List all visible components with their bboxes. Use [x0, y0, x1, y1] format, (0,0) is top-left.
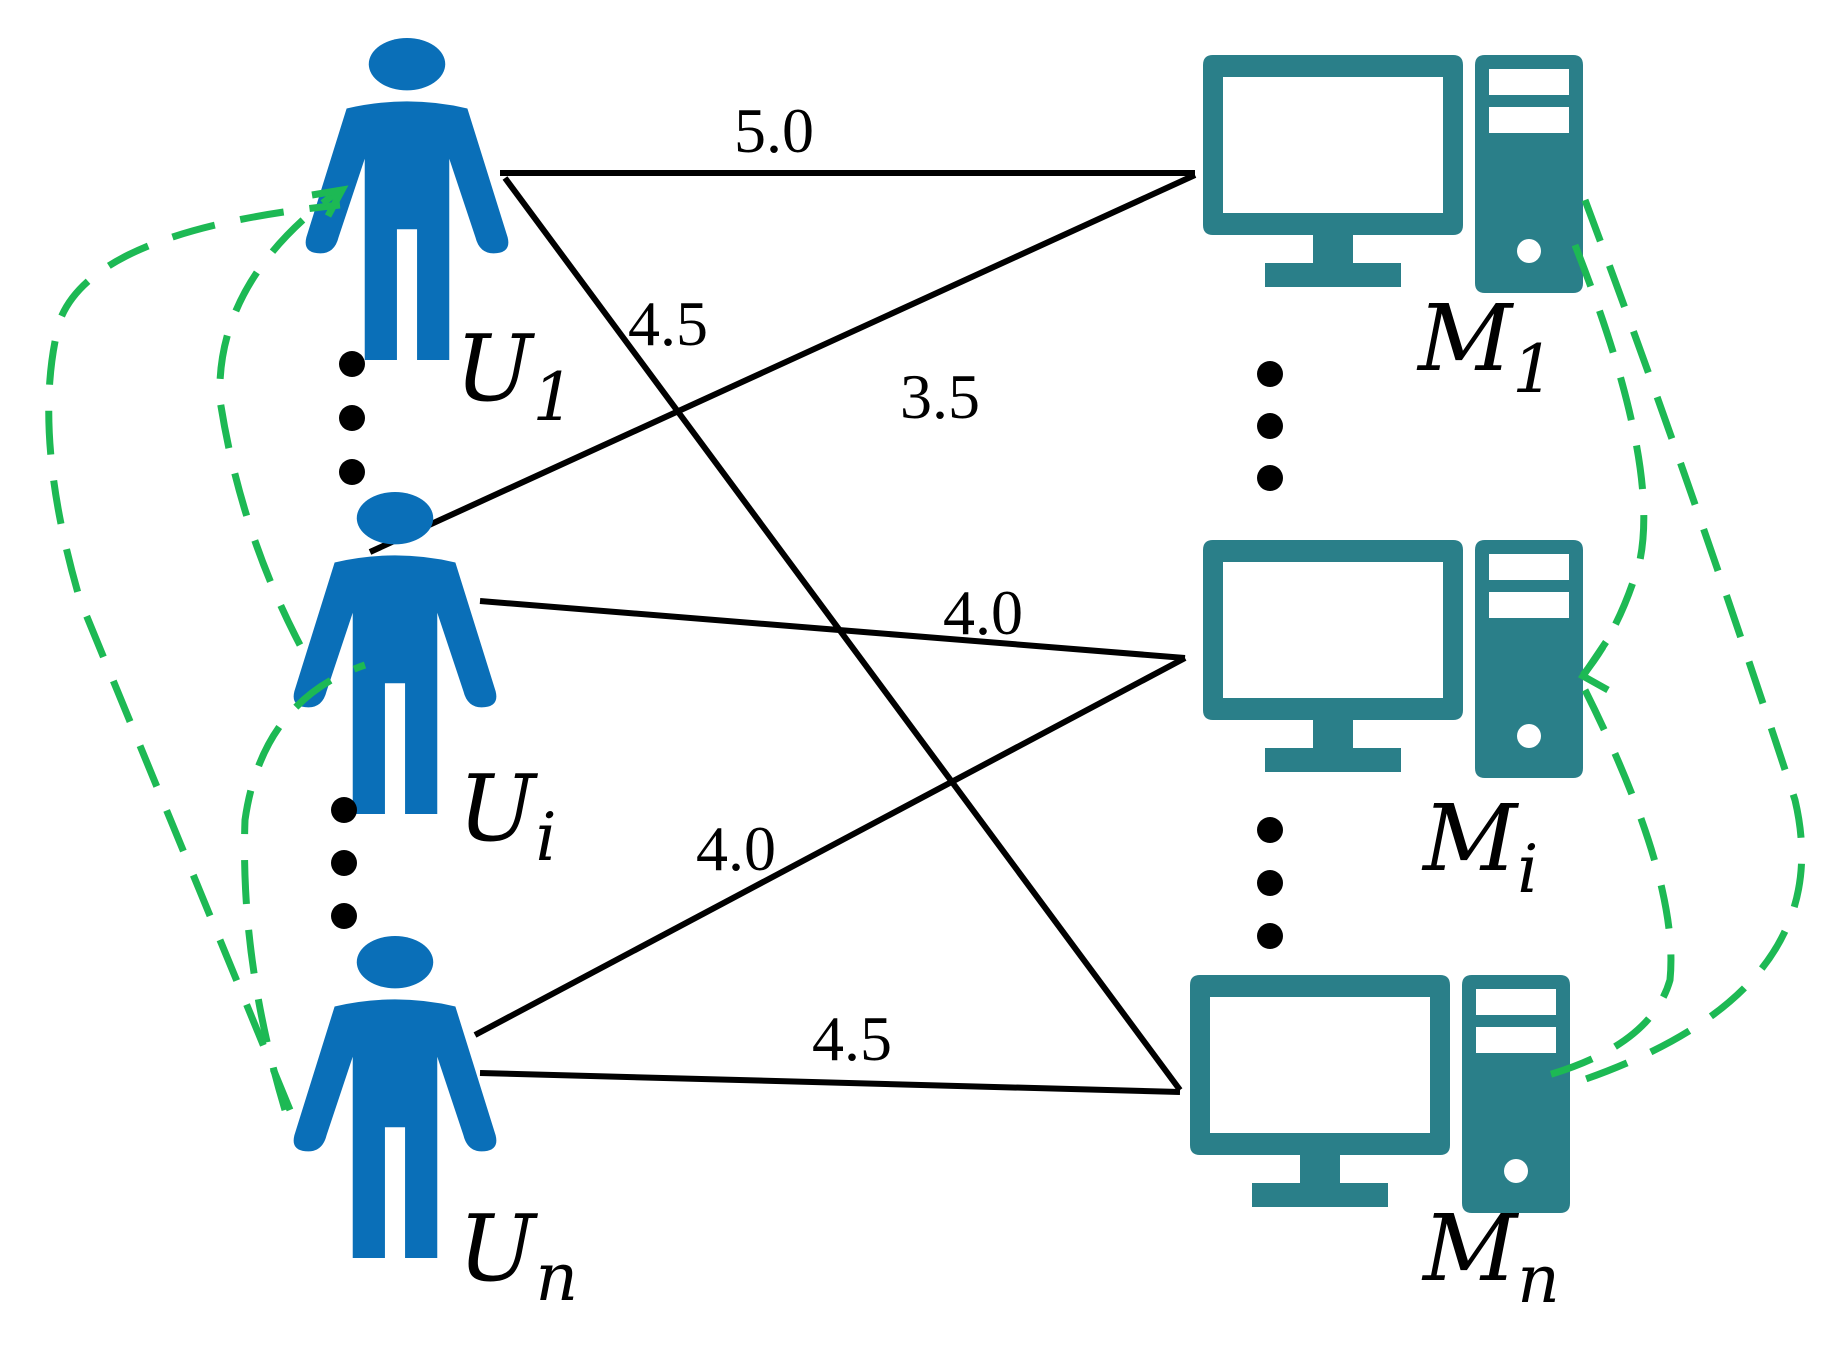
machine-labels: M1 Mi Mn: [1416, 285, 1560, 1318]
machine-label-m1: M1: [1416, 285, 1554, 408]
users-ellipsis: [331, 351, 365, 929]
user-preference-arcs: [45, 185, 367, 1112]
dashed-arc-mi-to-mn: [1529, 688, 1675, 1084]
arrowhead-icon: [311, 185, 349, 218]
edge-ui-m1[interactable]: [368, 172, 1197, 555]
desktop-computer-icon[interactable]: [1203, 55, 1583, 293]
dashed-arc-inner-left: [216, 187, 343, 647]
dashed-arc-un-to-ui: [241, 661, 367, 1112]
edge-un-mi[interactable]: [473, 655, 1187, 1038]
edge-labels: 5.0 4.5 3.5 4.0 4.0 4.5: [628, 95, 1023, 1074]
edge-weight-ui-mi: 4.0: [943, 577, 1023, 648]
dashed-arc-outer-right: [1581, 198, 1806, 1084]
users-column: [293, 38, 509, 1258]
edge-weight-un-mn: 4.5: [812, 1003, 892, 1074]
edge-ui-mi[interactable]: [479, 598, 1186, 661]
edge-weight-ui-m1: 3.5: [900, 361, 980, 432]
dashed-arc-outer-left: [45, 201, 341, 1112]
edge-weight-u1-mn: 4.5: [628, 288, 708, 359]
machine-preference-arcs: [1529, 198, 1806, 1084]
machine-label-mi: Mi: [1421, 785, 1538, 908]
desktop-computer-icon[interactable]: [1190, 975, 1570, 1213]
machine-label-mn: Mn: [1421, 1195, 1560, 1318]
edge-weight-un-mi: 4.0: [696, 813, 776, 884]
arrowhead-icon: [1577, 640, 1610, 694]
user-label-ui: Ui: [458, 755, 557, 876]
user-label-un: Un: [458, 1195, 578, 1316]
edges-layer: [368, 170, 1197, 1095]
dashed-arc-m1-to-mi: [1571, 243, 1648, 678]
machines-column: [1190, 55, 1583, 1213]
edge-u1-mn[interactable]: [502, 176, 1183, 1092]
desktop-computer-icon[interactable]: [1203, 540, 1583, 778]
user-label-u1: U1: [455, 315, 575, 436]
user-labels: U1 Ui Un: [455, 315, 578, 1316]
edge-weight-u1-m1: 5.0: [734, 95, 814, 166]
edge-un-mn[interactable]: [479, 1070, 1181, 1095]
machines-ellipsis: [1257, 361, 1283, 949]
